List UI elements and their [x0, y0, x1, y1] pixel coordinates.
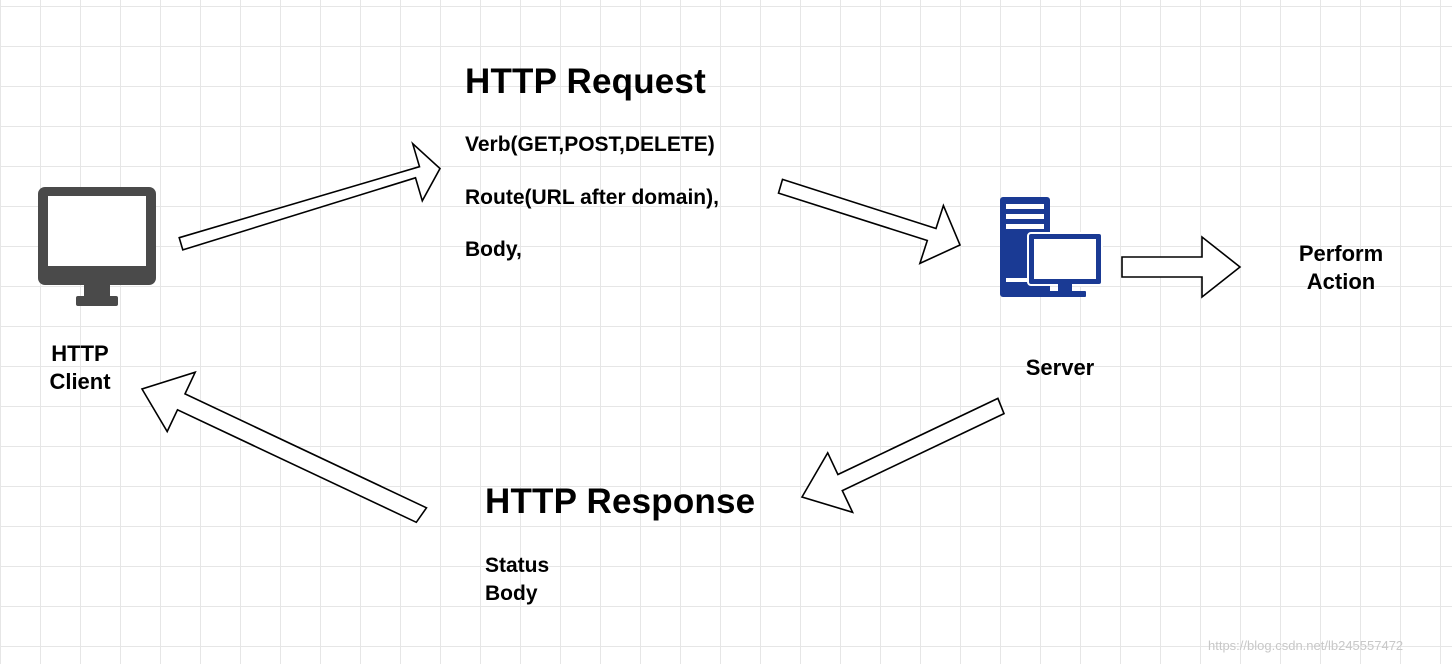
request-item-body: Body, [465, 238, 522, 261]
response-items: Status Body [485, 552, 549, 608]
request-item-route: Route(URL after domain), [465, 186, 719, 209]
response-item-body: Body [485, 582, 538, 605]
arrow-server-to-action [1121, 235, 1242, 299]
request-title: HTTP Request [465, 62, 706, 101]
arrow-client-to-request [178, 141, 442, 251]
response-item-status: Status [485, 554, 550, 577]
server-label: Server [1025, 355, 1095, 380]
arrow-response-to-client [140, 370, 428, 524]
watermark: https://blog.csdn.net/lb245557472 [1208, 638, 1404, 653]
client-label: HTTP Client [30, 340, 130, 396]
response-title: HTTP Response [485, 482, 756, 521]
arrow-server-to-response [800, 397, 1006, 514]
action-label-line-1: Perform [1298, 241, 1384, 266]
request-item-verb: Verb(GET,POST,DELETE) [465, 133, 715, 156]
action-label: Perform Action [1281, 240, 1401, 296]
arrow-request-to-server [777, 178, 962, 265]
client-label-line-1: HTTP [51, 341, 109, 366]
action-label-line-2: Action [1306, 269, 1376, 294]
monitor-icon [38, 187, 156, 306]
server-computer-icon [1000, 197, 1103, 297]
client-label-line-2: Client [49, 369, 111, 394]
